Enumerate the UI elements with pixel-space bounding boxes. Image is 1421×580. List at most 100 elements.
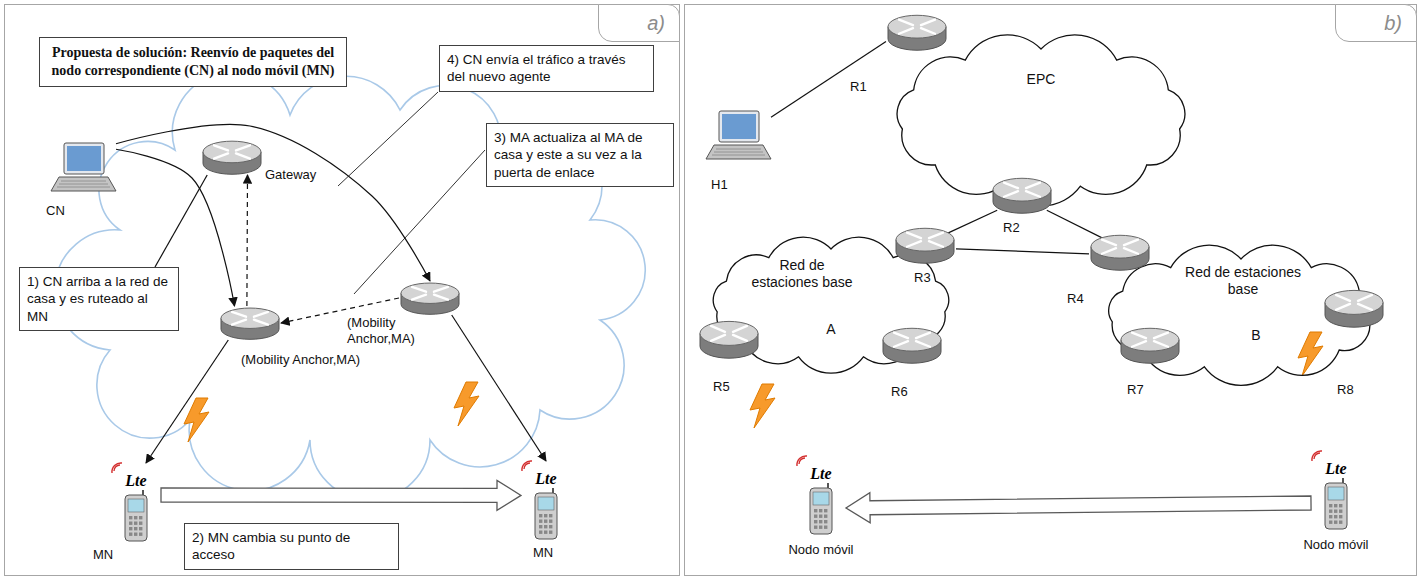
leader-line	[354, 150, 485, 294]
mobile-node: LteNodo móvil	[796, 456, 846, 536]
phone-key	[824, 526, 827, 529]
node-label: Gateway	[265, 167, 335, 183]
phone-key	[1339, 510, 1342, 513]
laptop-icon: CN	[51, 141, 116, 196]
phone-key	[549, 531, 552, 534]
node-label: (Mobility Anchor,MA)	[347, 315, 439, 346]
router: R6	[881, 326, 943, 364]
mobile-node: LteMN	[111, 463, 161, 543]
phone-key	[819, 509, 822, 512]
router-top	[1325, 290, 1383, 314]
cloud-label: A	[816, 321, 846, 338]
router-top	[888, 15, 946, 38]
phone-key	[139, 522, 142, 525]
router-top	[221, 308, 279, 328]
phone-key	[544, 525, 547, 528]
phone-key	[1339, 521, 1342, 524]
router-arrow	[929, 233, 943, 239]
link-line	[155, 175, 207, 267]
node-label: MN	[533, 545, 583, 561]
router-arrow	[1026, 183, 1040, 189]
title-box: Propuesta de solución: Reenvío de paquet…	[39, 37, 347, 87]
router-icon	[698, 319, 760, 359]
phone-key	[129, 522, 132, 525]
phone-key	[819, 520, 822, 523]
router-arrow	[907, 241, 921, 247]
phone-key	[819, 526, 822, 529]
node-label: R4	[1067, 291, 1097, 307]
phone-key	[134, 522, 137, 525]
router: R2	[991, 176, 1053, 214]
router-arrow	[1124, 248, 1138, 254]
phone-key	[824, 515, 827, 518]
laptop-keys	[57, 181, 110, 187]
router-arrow	[1336, 295, 1350, 301]
router-arrow	[236, 153, 250, 158]
router-arrow	[232, 320, 246, 325]
movement-arrow	[161, 480, 521, 510]
phone-key	[544, 531, 547, 534]
node-label: Nodo móvil	[1289, 537, 1383, 553]
router-arrow	[254, 312, 268, 317]
phone-key	[549, 525, 552, 528]
phone-key	[539, 514, 542, 517]
cloud-label: Red de estaciones base	[1181, 264, 1305, 298]
phone-body	[125, 495, 147, 541]
router-arrow	[916, 341, 930, 347]
panel-label: b)	[1336, 5, 1416, 33]
phone-key	[129, 527, 132, 530]
phone-antenna	[552, 488, 554, 493]
phone-key	[824, 509, 827, 512]
router-icon	[886, 13, 948, 51]
router-arrow	[1154, 341, 1168, 347]
mobility-anchor: (Mobility Anchor,MA)	[219, 306, 281, 340]
callout-box: 1) CN arriba a la red de casa y es rutea…	[19, 267, 179, 331]
router-arrow	[894, 341, 908, 347]
cloud-outline	[897, 35, 1185, 206]
node-label: R7	[1127, 382, 1157, 398]
router-arrow	[711, 335, 725, 341]
router-icon	[881, 326, 943, 364]
phone-screen	[1328, 487, 1344, 500]
link-line	[452, 315, 546, 461]
phone-key	[1334, 504, 1337, 507]
panel-tab: a)	[598, 4, 680, 42]
router-top	[993, 178, 1051, 201]
router: R4	[1089, 233, 1151, 271]
mobile-node: LteNodo móvil	[1311, 451, 1361, 531]
node-label: H1	[711, 177, 751, 193]
link-line	[947, 210, 998, 233]
signal-arcs	[112, 463, 122, 473]
phone-key	[819, 515, 822, 518]
leader-line	[338, 92, 438, 186]
router: R8	[1323, 288, 1385, 328]
callout-box: 3) MA actualiza al MA de casa y este a s…	[486, 123, 674, 187]
node-label: Lte	[1311, 461, 1361, 477]
phone-body	[810, 488, 832, 534]
router-arrow	[1132, 333, 1146, 339]
update-arrow	[246, 175, 248, 306]
laptop-icon	[51, 141, 116, 196]
phone-key	[814, 515, 817, 518]
router-icon	[1089, 233, 1151, 271]
router-arrow	[907, 233, 921, 239]
phone-screen	[538, 497, 554, 510]
node-label: R8	[1337, 382, 1367, 398]
router-icon	[1119, 326, 1181, 364]
laptop-base	[706, 145, 771, 159]
router-arrow	[434, 295, 448, 300]
cloud-label: EPC	[1011, 71, 1071, 88]
callout-box: 4) CN envía el tráfico a través del nuev…	[439, 45, 654, 92]
phone-key	[139, 516, 142, 519]
router-arrow	[899, 28, 913, 34]
callout-text: 1) CN arriba a la red de casa y es rutea…	[27, 273, 171, 325]
link-line	[116, 124, 430, 281]
node-label: R2	[1003, 220, 1033, 236]
router-arrow	[733, 326, 747, 332]
laptop-icon: H1	[706, 109, 771, 164]
link-line	[146, 340, 228, 463]
router: R5	[698, 319, 760, 359]
router-top	[203, 141, 261, 163]
router-top	[401, 283, 459, 303]
